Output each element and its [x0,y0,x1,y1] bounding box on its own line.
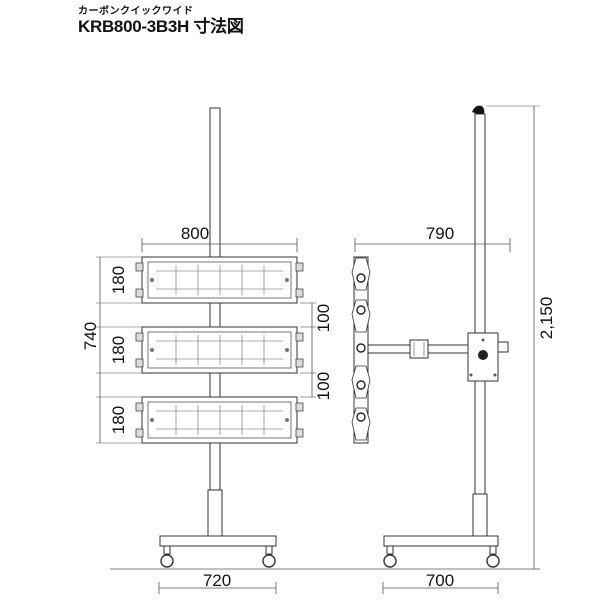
page-title: KRB800-3B3H 寸法図 [78,17,244,36]
dim-panel-height-2: 180 [109,336,128,364]
dim-panel-width: 800 [181,224,209,243]
dim-gap-2: 100 [314,372,333,400]
dim-total-panel-height: 740 [81,322,100,350]
dim-panel-height-1: 180 [109,266,128,294]
product-subtitle: カーボンクイックワイド [78,6,194,17]
dim-base-side: 700 [426,571,454,590]
dim-total-height: 2,150 [537,297,556,340]
dim-depth-reach: 790 [426,224,454,243]
dim-base-front: 720 [203,571,231,590]
dim-panel-height-3: 180 [109,406,128,434]
dim-gap-1: 100 [314,304,333,332]
